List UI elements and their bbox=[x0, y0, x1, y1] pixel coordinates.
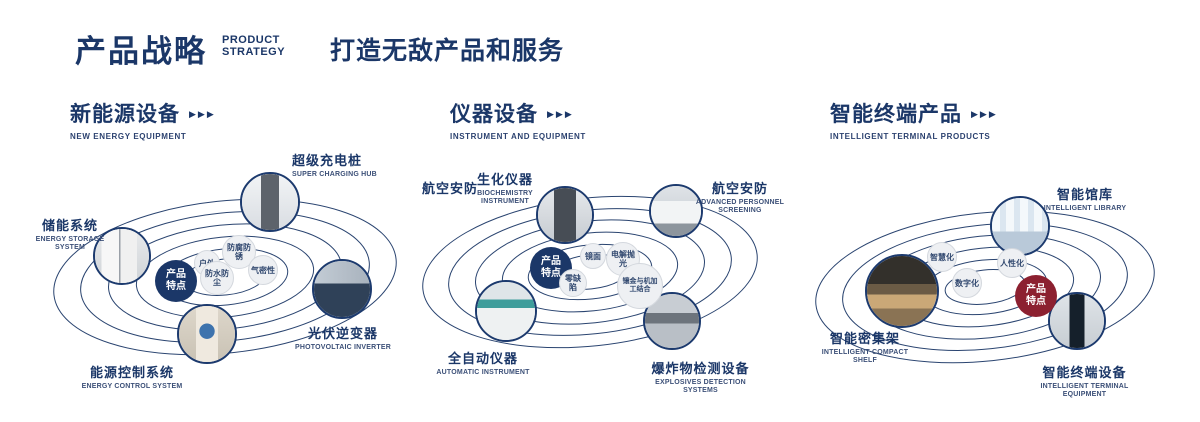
product-node-automatic-instrument bbox=[475, 280, 537, 342]
triple-arrow-icon: ▶▶▶ bbox=[189, 109, 216, 119]
section-new-energy-diagram: 超级充电桩 SUPER CHARGING HUB 储能系统 ENERGY STO… bbox=[30, 145, 440, 407]
section-instrument-diagram: 航空安防 生化仪器 BIOCHEMISTRY INSTRUMENT 航空安防 A… bbox=[420, 145, 810, 407]
product-node-energy-control bbox=[177, 304, 237, 364]
intelligent-terminal-equipment-image bbox=[1050, 294, 1104, 348]
triple-arrow-icon: ▶▶▶ bbox=[547, 109, 574, 119]
personnel-screening-image bbox=[651, 186, 701, 236]
feature-bubble: 防水防尘 bbox=[200, 261, 234, 295]
product-label: 超级充电桩 SUPER CHARGING HUB bbox=[292, 153, 377, 178]
feature-bubble: 零缺陷 bbox=[559, 269, 587, 297]
side-label-aviation-security: 航空安防 bbox=[421, 181, 478, 196]
product-label: 智能密集架 INTELLIGENT COMPACT SHELF bbox=[821, 331, 909, 364]
product-node-energy-storage bbox=[93, 227, 151, 285]
tagline: 打造无敌产品和服务 bbox=[330, 37, 565, 65]
product-label: 智能终端设备 INTELLIGENT TERMINAL EQUIPMENT bbox=[1040, 365, 1129, 398]
product-feature-badge: 产品特点 bbox=[1015, 275, 1057, 317]
feature-bubble: 智慧化 bbox=[927, 242, 957, 272]
product-label: 能源控制系统 ENERGY CONTROL SYSTEM bbox=[81, 365, 183, 390]
product-label: 爆炸物检测设备 EXPLOSIVES DETECTION SYSTEMS bbox=[651, 361, 750, 394]
product-label: 储能系统 ENERGY STORAGE SYSTEM bbox=[35, 218, 105, 251]
product-label: 光伏逆变器 PHOTOVOLTAIC INVERTER bbox=[295, 326, 391, 351]
product-label: 智能馆库 INTELLIGENT LIBRARY bbox=[1043, 187, 1127, 212]
product-feature-badge: 产品特点 bbox=[155, 260, 197, 302]
automatic-instrument-image bbox=[477, 282, 535, 340]
product-node-intelligent-compact-shelf bbox=[865, 254, 939, 328]
feature-bubble: 气密性 bbox=[248, 255, 278, 285]
energy-control-image bbox=[179, 306, 235, 362]
section-intelligent-terminal-diagram: 智能馆库 INTELLIGENT LIBRARY 智能密集架 INTELLIGE… bbox=[810, 145, 1200, 407]
section-title: 智能终端产品 bbox=[830, 103, 962, 126]
section-subtitle: INTELLIGENT TERMINAL PRODUCTS bbox=[830, 132, 991, 141]
section-header-intelligent-terminal: 智能终端产品 ▶▶▶ INTELLIGENT TERMINAL PRODUCTS bbox=[830, 98, 998, 141]
page-title-en: PRODUCT STRATEGY bbox=[222, 34, 285, 58]
biochemistry-instrument-image bbox=[538, 188, 592, 242]
triple-arrow-icon: ▶▶▶ bbox=[971, 109, 998, 119]
super-charging-hub-image bbox=[242, 174, 298, 230]
product-label: 航空安防 ADVANCED PERSONNEL SCREENING bbox=[695, 181, 785, 214]
section-title: 仪器设备 bbox=[450, 103, 538, 126]
feature-bubble: 数字化 bbox=[952, 268, 982, 298]
product-node-personnel-screening bbox=[649, 184, 703, 238]
energy-storage-image bbox=[95, 229, 149, 283]
feature-bubble: 镜面 bbox=[580, 243, 606, 269]
section-title: 新能源设备 bbox=[70, 103, 180, 126]
product-label: 生化仪器 BIOCHEMISTRY INSTRUMENT bbox=[476, 172, 533, 205]
product-node-intelligent-terminal-equipment bbox=[1048, 292, 1106, 350]
section-subtitle: NEW ENERGY EQUIPMENT bbox=[70, 132, 187, 141]
product-node-photovoltaic-inverter bbox=[312, 259, 372, 319]
product-label: 全自动仪器 AUTOMATIC INSTRUMENT bbox=[436, 351, 530, 376]
photovoltaic-inverter-image bbox=[314, 261, 370, 317]
section-subtitle: INSTRUMENT AND EQUIPMENT bbox=[450, 132, 586, 141]
feature-bubble: 人性化 bbox=[997, 248, 1027, 278]
product-node-biochemistry-instrument bbox=[536, 186, 594, 244]
section-header-instrument: 仪器设备 ▶▶▶ INSTRUMENT AND EQUIPMENT bbox=[450, 98, 586, 141]
section-header-new-energy: 新能源设备 ▶▶▶ NEW ENERGY EQUIPMENT bbox=[70, 98, 216, 141]
feature-bubble: 镶金与机加工结合 bbox=[617, 263, 663, 309]
page-title: 产品战略 bbox=[75, 34, 207, 69]
intelligent-library-image bbox=[992, 198, 1048, 254]
intelligent-compact-shelf-image bbox=[867, 256, 937, 326]
page-title-en-line1: PRODUCT bbox=[222, 34, 280, 46]
product-node-super-charging-hub bbox=[240, 172, 300, 232]
page-title-en-line2: STRATEGY bbox=[222, 46, 286, 58]
